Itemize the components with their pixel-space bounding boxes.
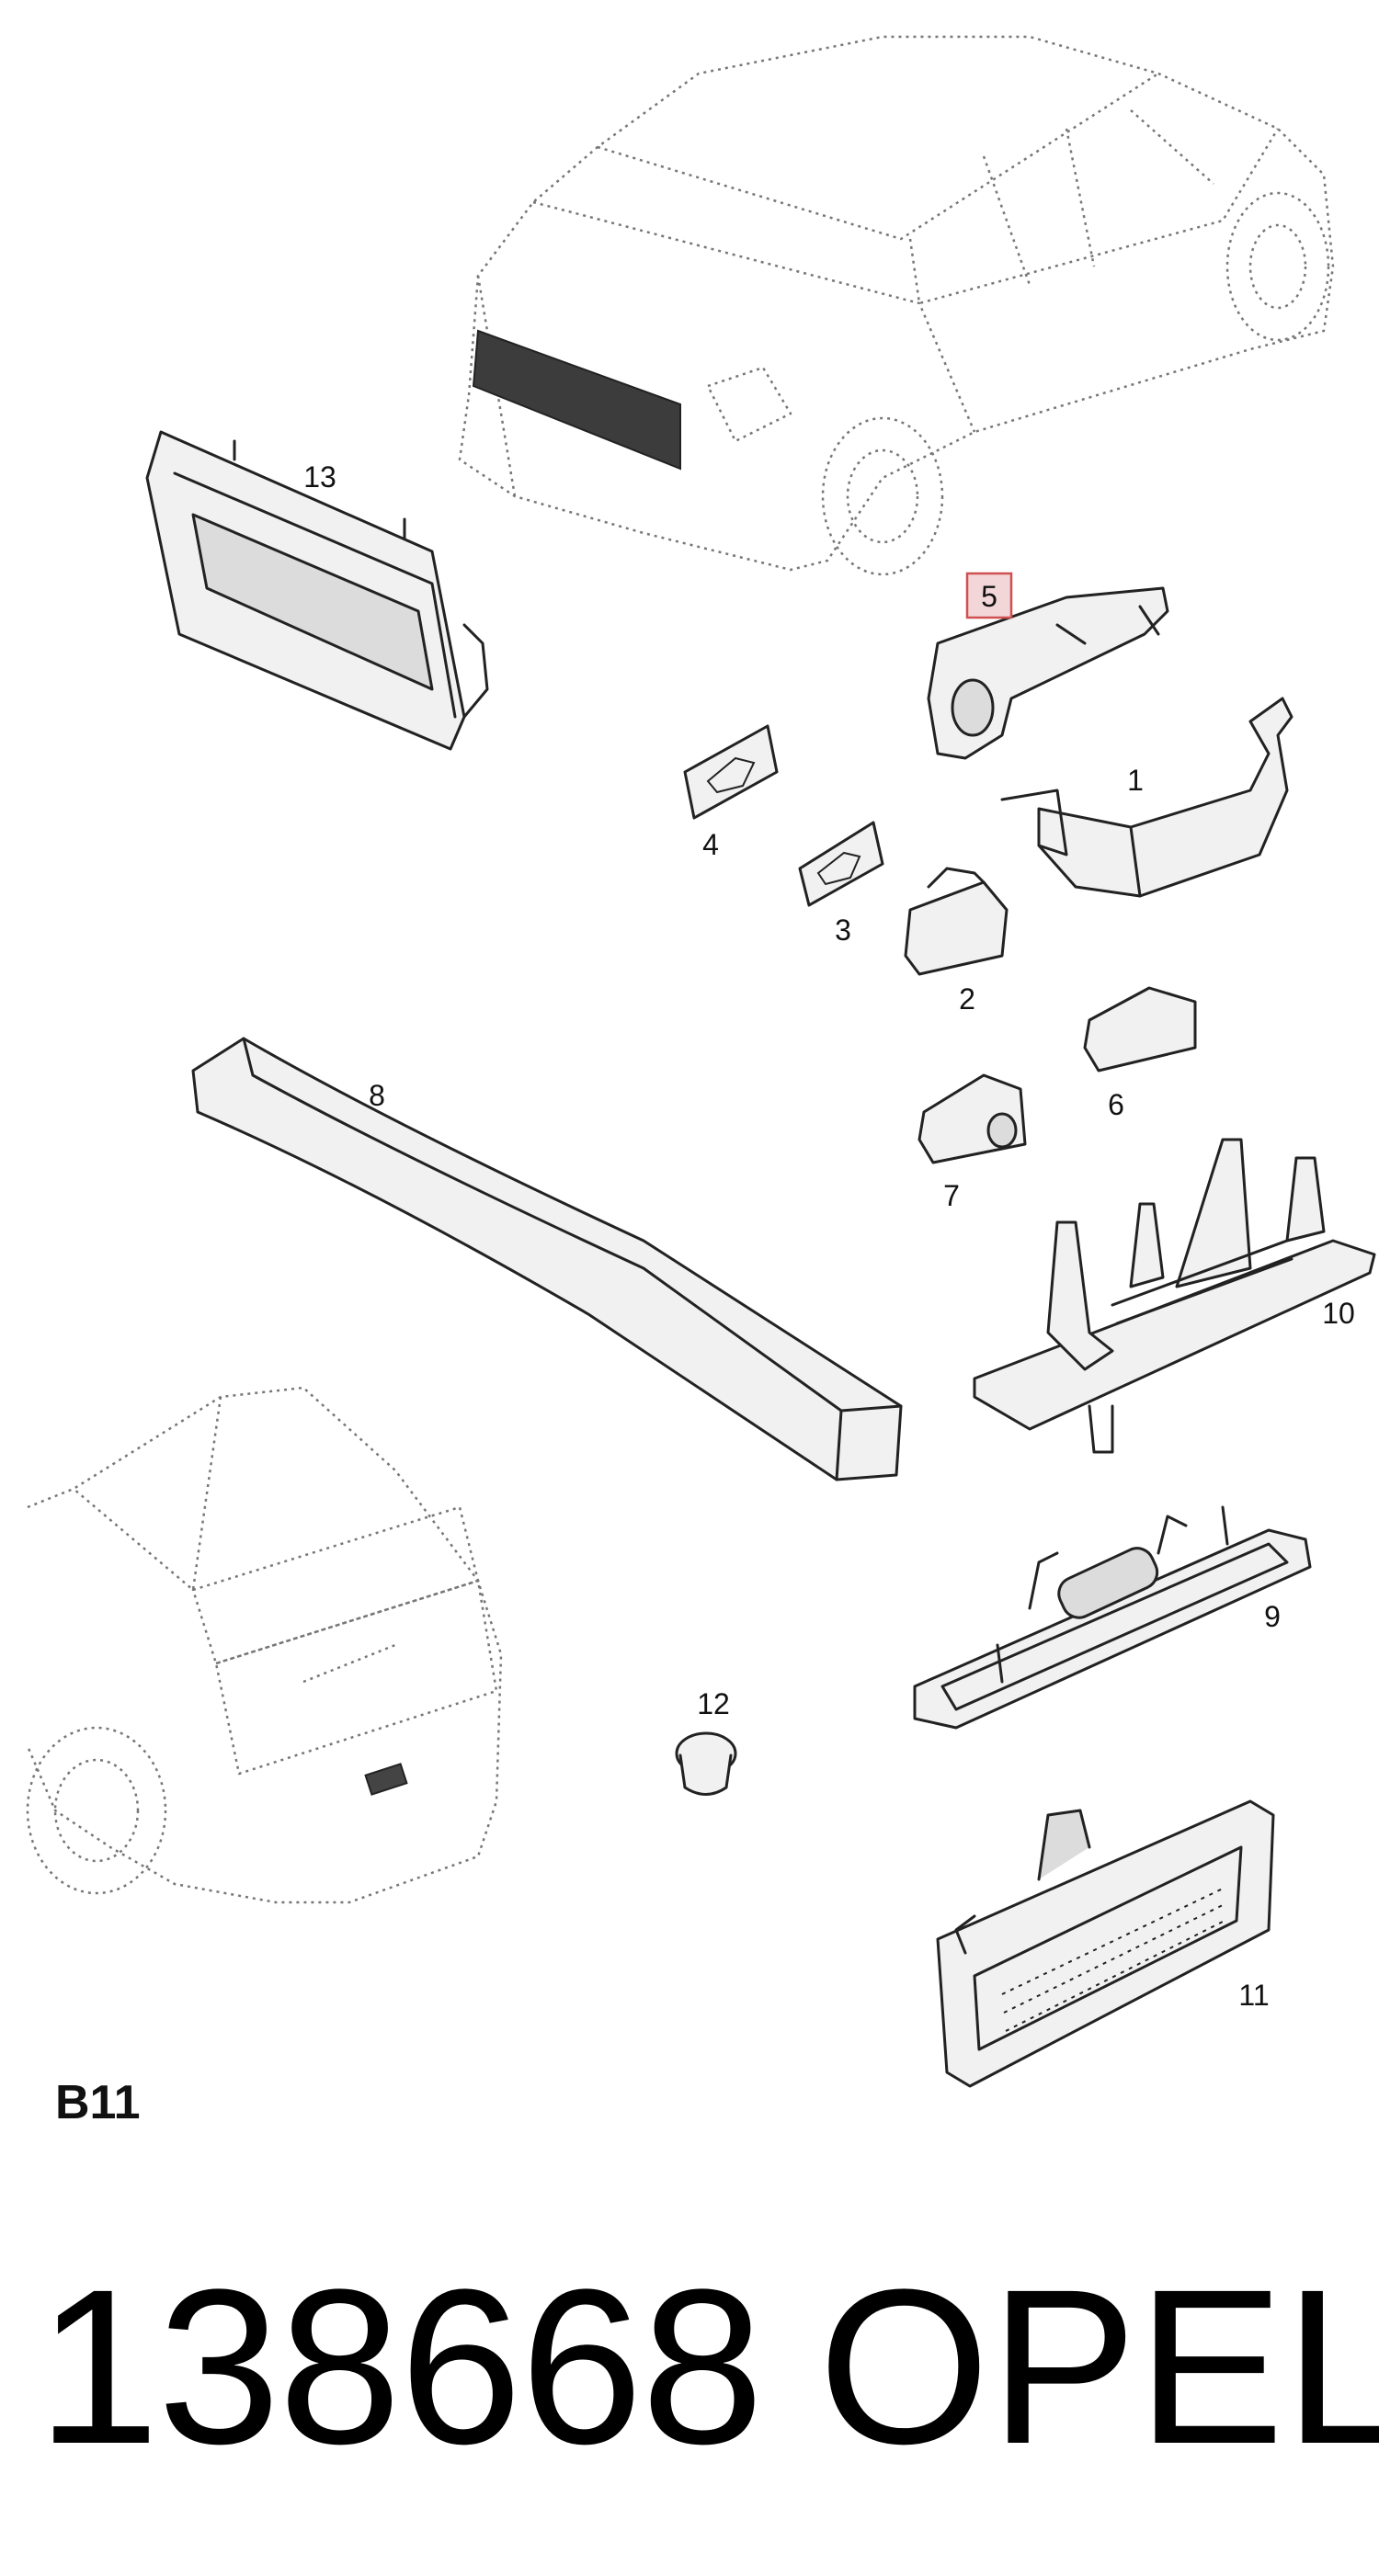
callout-11: 11 — [1238, 1979, 1269, 2012]
part-11-license-lamp — [936, 1799, 1275, 2088]
part-5-bracket — [927, 586, 1169, 760]
callout-1: 1 — [1127, 764, 1144, 797]
part-12-grommet — [675, 1731, 737, 1796]
part-10-mount-base — [973, 1138, 1376, 1454]
callout-4: 4 — [702, 828, 719, 861]
car-rear-view-illustration — [458, 35, 1335, 576]
tailgate-trim-highlight — [472, 329, 681, 471]
part-13-bezel — [145, 430, 489, 751]
part-6-cap — [1083, 986, 1197, 1072]
callout-13: 13 — [303, 460, 336, 494]
callout-2: 2 — [959, 982, 975, 1016]
callout-8: 8 — [369, 1079, 385, 1112]
callout-9: 9 — [1264, 1600, 1281, 1633]
part-9-lamp-housing — [913, 1505, 1312, 1730]
car-rear-view-small-illustration — [26, 1386, 503, 1904]
license-lamp-marker — [364, 1763, 408, 1796]
part-8-trim-strip — [191, 1037, 903, 1481]
section-code: B11 — [55, 2076, 141, 2129]
brand-name: OPEL — [818, 2243, 1379, 2490]
part-1-handle — [1000, 697, 1294, 898]
part-7-cap — [917, 1073, 1027, 1164]
callout-5-highlight — [965, 572, 1013, 619]
part-4-gasket — [683, 724, 779, 820]
callout-12: 12 — [697, 1687, 730, 1720]
callout-6: 6 — [1108, 1088, 1124, 1121]
callout-5: 5 — [981, 580, 997, 613]
callout-7: 7 — [943, 1179, 960, 1212]
callout-10: 10 — [1322, 1297, 1355, 1330]
callout-3: 3 — [835, 914, 851, 947]
part-2-cap — [904, 867, 1009, 976]
part-3-gasket — [798, 821, 884, 907]
part-number: 138668 — [37, 2243, 764, 2490]
